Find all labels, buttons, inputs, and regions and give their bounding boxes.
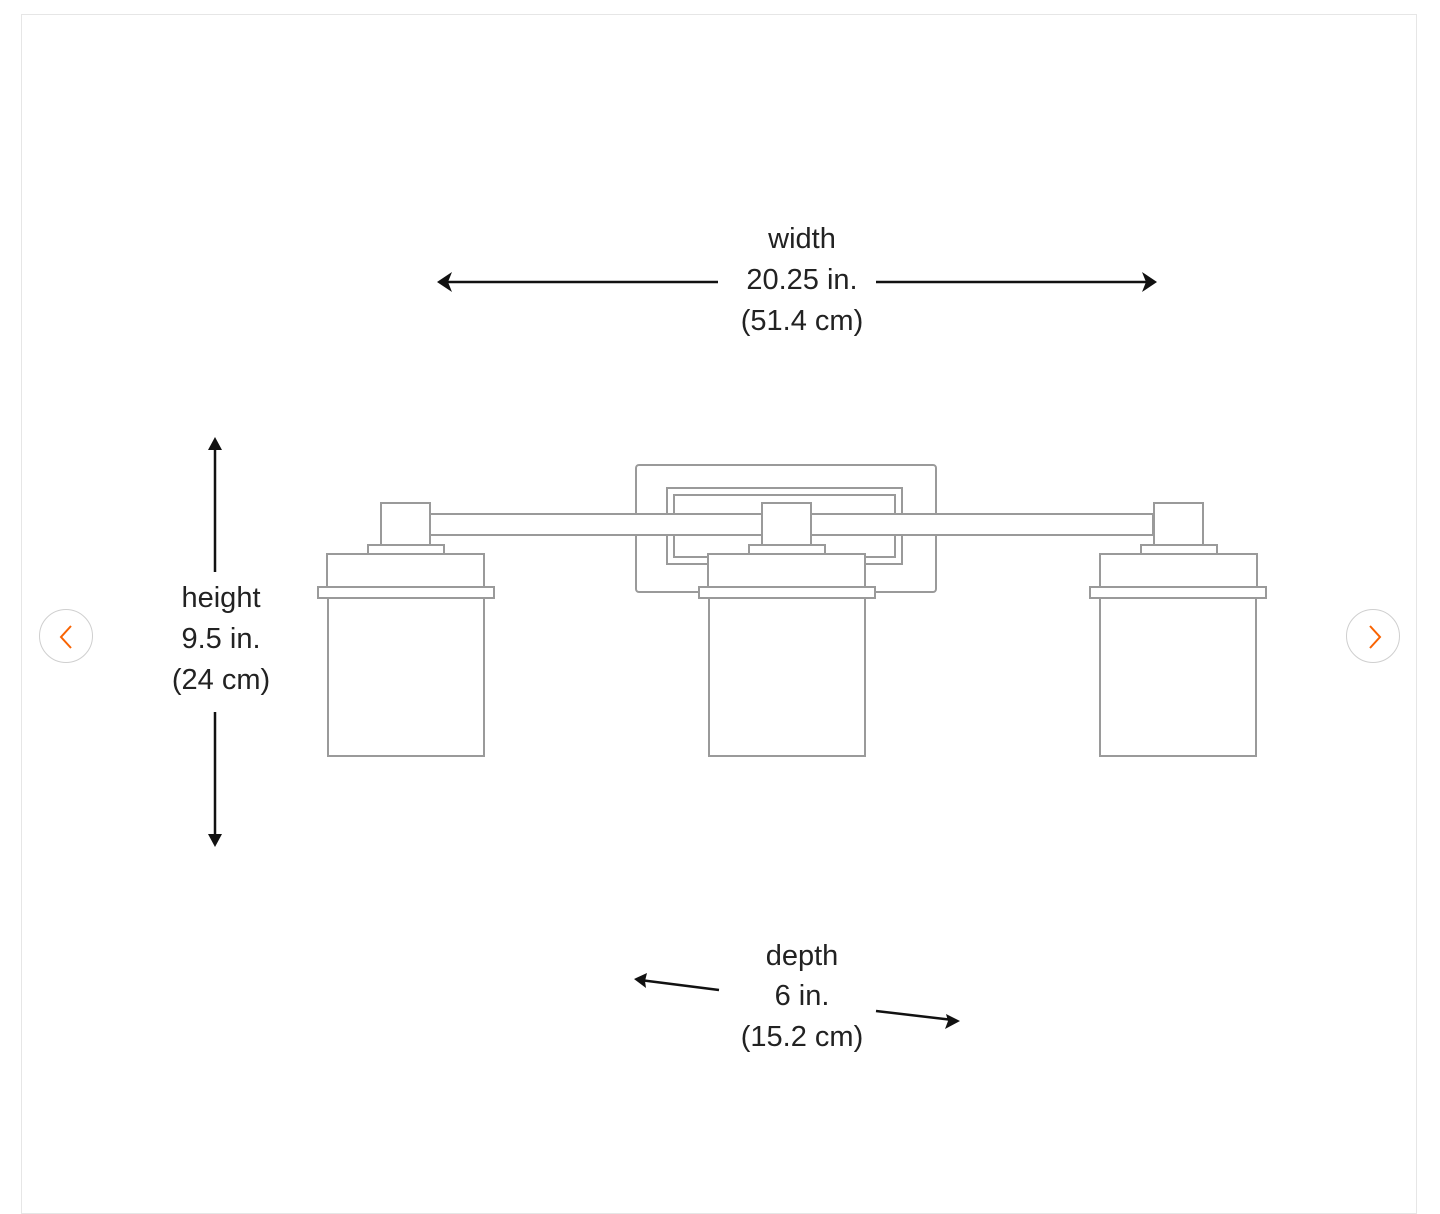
previous-image-button[interactable] [39,609,93,663]
height-inches: 9.5 in. [182,623,261,655]
depth-inches: 6 in. [775,980,830,1012]
height-dimension [208,437,222,847]
fixture-left [317,502,495,757]
fixture-center [698,502,876,757]
width-cm: (51.4 cm) [741,305,863,337]
height-label: height [181,582,260,614]
light-fixture-drawing [317,464,1267,757]
chevron-left-icon [59,625,72,649]
height-cm: (24 cm) [172,664,270,696]
next-image-button[interactable] [1346,609,1400,663]
width-inches: 20.25 in. [746,264,857,296]
depth-cm: (15.2 cm) [741,1021,863,1053]
fixture-right [1089,502,1267,757]
width-dimension [437,272,1157,292]
depth-dimension [634,973,960,1029]
depth-label: depth [766,940,839,972]
chevron-right-icon [1369,625,1382,649]
width-label: width [767,223,836,255]
